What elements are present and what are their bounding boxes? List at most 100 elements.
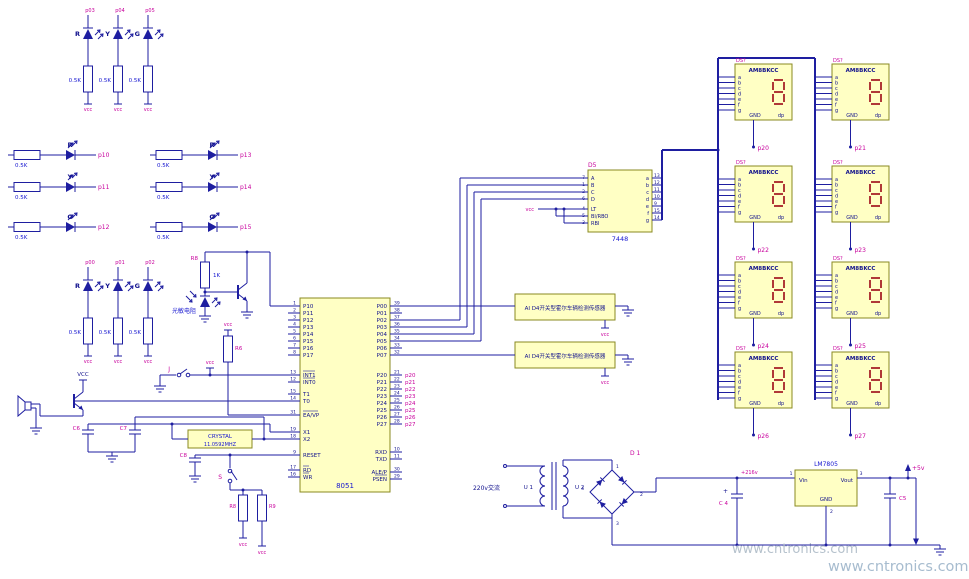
pin-name: P20 bbox=[377, 373, 388, 379]
pin-number: 30 bbox=[394, 467, 400, 473]
pin-name: b bbox=[835, 183, 838, 189]
pin-name: C bbox=[591, 190, 595, 196]
net-label: p23 bbox=[855, 247, 867, 254]
pin-name: P06 bbox=[377, 346, 388, 352]
arrow-down-icon bbox=[913, 538, 919, 545]
led-icon bbox=[66, 222, 75, 232]
junction-dot bbox=[849, 247, 852, 251]
vcc-label: vcc bbox=[84, 359, 93, 365]
pin-name: D bbox=[591, 197, 595, 203]
pin-name: c bbox=[835, 284, 838, 290]
pin-name: b bbox=[738, 183, 741, 189]
pin-name: TXD bbox=[375, 457, 387, 463]
component-ref: R6 bbox=[235, 346, 243, 352]
pin-number: 3 bbox=[616, 521, 619, 527]
led-icon bbox=[83, 281, 93, 291]
pin-number: 35 bbox=[394, 329, 400, 335]
emission-arrow-icon bbox=[124, 29, 131, 36]
pin-name: RXD bbox=[375, 450, 387, 456]
pin-name: a bbox=[738, 177, 741, 183]
light-arrow-icon bbox=[185, 295, 193, 303]
emission-arrow-icon bbox=[97, 33, 104, 40]
pin-name: dp bbox=[875, 401, 881, 407]
pin-name: P26 bbox=[377, 415, 388, 421]
pin-name: a bbox=[835, 75, 838, 81]
junction-dot bbox=[735, 543, 739, 547]
arrow-up-icon bbox=[905, 464, 911, 471]
component-ref: DS? bbox=[736, 256, 746, 262]
pin-name: f bbox=[835, 205, 837, 211]
diode-icon bbox=[597, 499, 603, 505]
chip-name: 8051 bbox=[336, 482, 354, 490]
pin-name: X2 bbox=[303, 437, 310, 443]
pin-name: c bbox=[835, 374, 838, 380]
pin-number: 24 bbox=[394, 391, 400, 397]
component-label: CRYSTAL bbox=[208, 434, 233, 440]
emission-arrow-icon bbox=[213, 140, 220, 147]
chip-name: AM8BKCC bbox=[749, 356, 779, 362]
component-ref: J bbox=[167, 366, 170, 373]
pin-name: d bbox=[835, 92, 838, 98]
led-letter: G bbox=[135, 282, 140, 290]
pin-name: GND bbox=[846, 113, 858, 119]
pin-name: P13 bbox=[303, 325, 314, 331]
component-ref: C5 bbox=[899, 496, 907, 502]
emission-arrow-icon bbox=[71, 212, 78, 219]
vcc-label: vcc bbox=[258, 550, 267, 556]
pin-number: 23 bbox=[394, 384, 400, 390]
emission-arrow-icon bbox=[214, 301, 221, 308]
transistor-arrow-icon bbox=[242, 296, 247, 301]
decoder-7448 bbox=[587, 169, 653, 233]
pin-number: 3 bbox=[860, 471, 863, 477]
pin-number: 25 bbox=[394, 398, 400, 404]
pin-name: GND bbox=[846, 311, 858, 317]
wire bbox=[179, 368, 188, 375]
pin-name: e bbox=[835, 97, 838, 103]
net-label: p10 bbox=[98, 152, 110, 159]
transformer-icon bbox=[562, 465, 569, 507]
pin-name: c bbox=[646, 190, 649, 196]
pin-name: a bbox=[835, 273, 838, 279]
led-letter: G bbox=[209, 213, 214, 221]
pin-name: X1 bbox=[303, 430, 310, 436]
pin-name: e bbox=[738, 97, 741, 103]
pin-name: g bbox=[835, 306, 838, 312]
component-ref: DS? bbox=[736, 160, 746, 166]
pin-name: P00 bbox=[377, 304, 388, 310]
pin-number: 4 bbox=[293, 322, 296, 328]
chip-name: 7448 bbox=[612, 235, 629, 243]
component-ref: C7 bbox=[120, 426, 128, 432]
pin-number: 1 bbox=[790, 471, 793, 477]
led-letter: R bbox=[67, 141, 72, 149]
chip-name: AM8BKCC bbox=[749, 68, 779, 74]
resistor-value: 0.5K bbox=[15, 235, 28, 241]
pin-name: GND bbox=[749, 311, 761, 317]
resistor-value: 0.5K bbox=[157, 235, 170, 241]
led-icon bbox=[208, 150, 217, 160]
net-label: p03 bbox=[85, 8, 95, 14]
emission-arrow-icon bbox=[127, 33, 134, 40]
resistor-value: 1K bbox=[213, 273, 220, 279]
pin-name: e bbox=[835, 295, 838, 301]
pin-name: c bbox=[835, 86, 838, 92]
pin-number: 4 bbox=[581, 486, 584, 492]
pin-name: A bbox=[591, 176, 595, 182]
pin-number: 26 bbox=[394, 405, 400, 411]
pin-name: d bbox=[738, 92, 741, 98]
pin-name: c bbox=[738, 284, 741, 290]
emission-arrow-icon bbox=[154, 29, 161, 36]
pin-name: c bbox=[738, 188, 741, 194]
resistor bbox=[143, 65, 153, 93]
emission-arrow-icon bbox=[71, 172, 78, 179]
sensor-module bbox=[514, 293, 616, 321]
pin-number: 29 bbox=[394, 474, 400, 480]
net-label: p27 bbox=[405, 422, 416, 428]
resistor-value: 0.5K bbox=[99, 330, 112, 336]
led-icon bbox=[208, 222, 217, 232]
bridge-rectifier bbox=[589, 469, 635, 515]
chip-name: AM8BKCC bbox=[846, 170, 876, 176]
pin-name: a bbox=[738, 273, 741, 279]
emission-arrow-icon bbox=[213, 212, 220, 219]
pin-number: 21 bbox=[394, 370, 400, 376]
